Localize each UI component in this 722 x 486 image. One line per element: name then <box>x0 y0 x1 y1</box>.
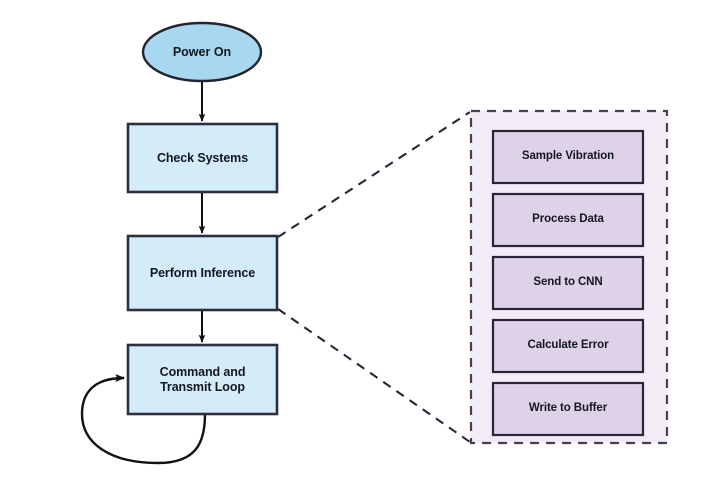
detail-box-process-data[interactable] <box>491 192 645 248</box>
detail-box-sample-vibration[interactable] <box>491 129 645 185</box>
connector-command-loop-self-loop <box>80 374 207 465</box>
node-check-systems[interactable] <box>126 122 279 194</box>
node-perform-inference[interactable] <box>126 234 279 312</box>
detail-box-send-to-cnn[interactable] <box>491 255 645 311</box>
callout-bottom <box>277 308 471 443</box>
node-command-transmit-loop[interactable] <box>126 343 279 416</box>
detail-box-calculate-error[interactable] <box>491 318 645 374</box>
detail-box-write-to-buffer[interactable] <box>491 381 645 437</box>
node-power-on[interactable] <box>141 21 263 83</box>
callout-top <box>277 111 471 238</box>
